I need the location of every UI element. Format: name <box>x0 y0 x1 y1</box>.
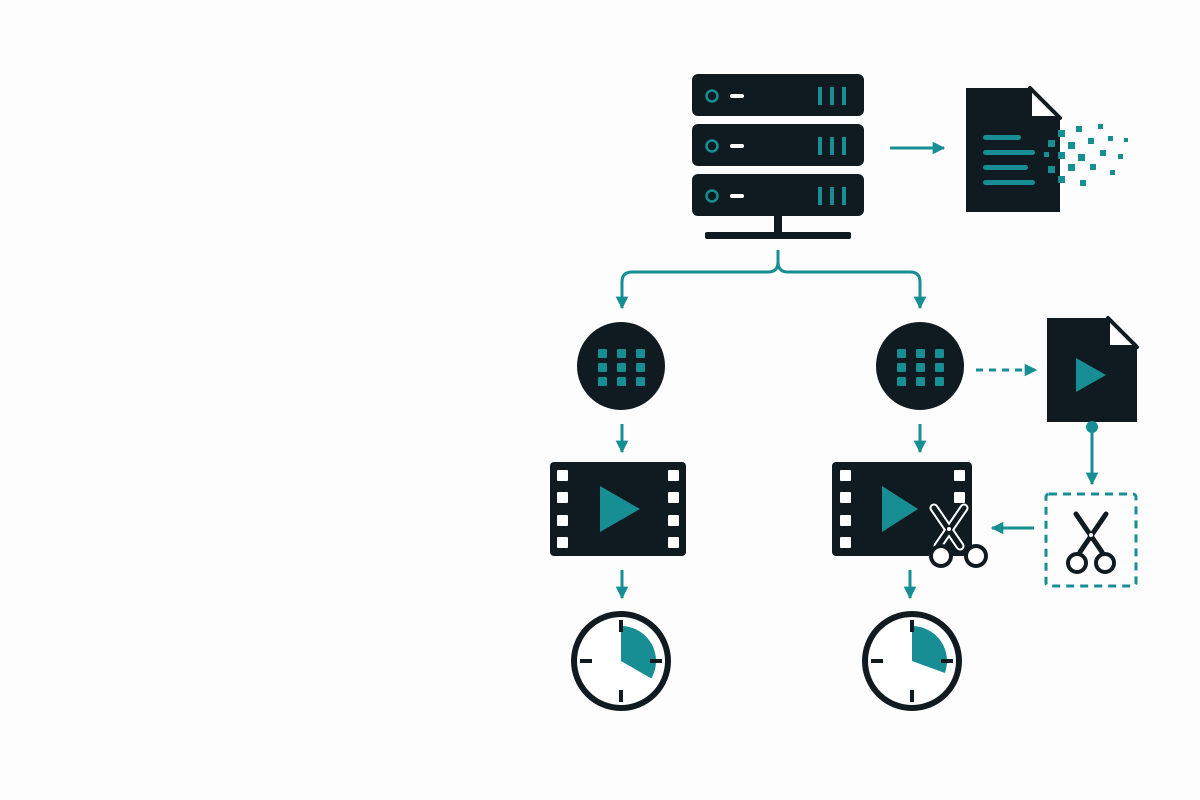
video-file-icon <box>1047 316 1139 422</box>
filmstrip-play-icon <box>550 462 686 556</box>
scissors-dashed-box-icon <box>1044 492 1138 588</box>
filmstrip-scissors-icon <box>832 462 988 568</box>
branch-connector-right <box>776 261 927 310</box>
timer-icon <box>571 611 671 711</box>
timer-icon <box>862 611 962 711</box>
connector-dot <box>1086 421 1098 433</box>
server-rack-icon <box>692 74 864 239</box>
scissors-icon <box>929 503 988 568</box>
grid-circle-icon <box>577 322 665 410</box>
document-pixelate-icon <box>966 86 1128 212</box>
branch-connector <box>615 250 780 310</box>
grid-circle-icon <box>876 322 964 410</box>
